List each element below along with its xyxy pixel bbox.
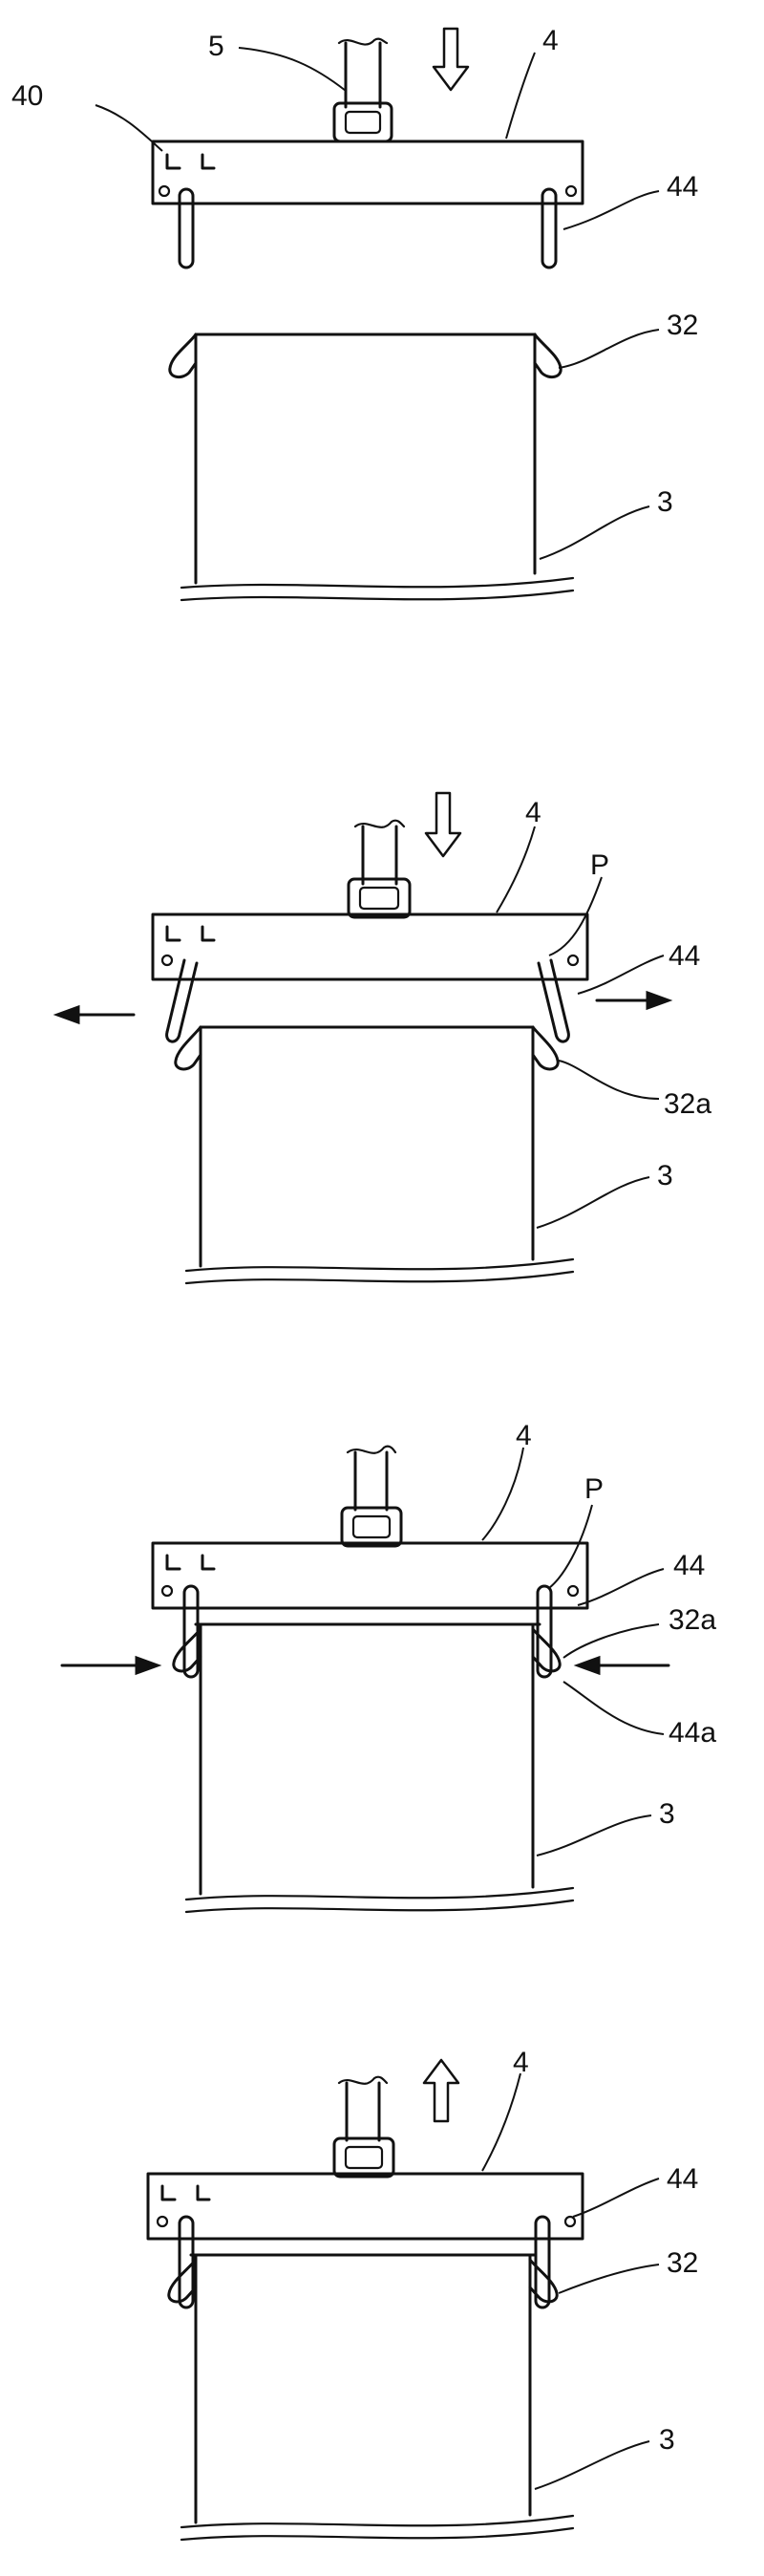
inward-arrow-right [573,1655,670,1676]
down-arrow [432,27,470,92]
label-strap: 5 [208,31,224,62]
strap [347,819,412,919]
label-container-tab: 32 [667,2247,698,2279]
strap [340,1445,403,1548]
label-container-tab: 32 [667,310,698,341]
outward-arrow-right [595,990,673,1011]
label-lid-hook: 44 [673,1550,705,1581]
label-lid-hook: 44 [667,171,698,203]
strap [332,37,393,143]
label-container: 3 [657,486,673,518]
lid-hook [182,1584,553,1679]
lid-hook [165,958,570,1043]
lid [151,1541,589,1610]
strap [332,2075,395,2179]
down-arrow [424,791,462,858]
label-lid-hole: 40 [11,80,43,112]
label-lid-hook: 44 [667,2163,698,2195]
panel-1: 5 4 40 44 32 3 [11,25,698,602]
label-lid: 4 [516,1420,532,1451]
label-point: P [584,1473,604,1505]
container [172,1622,575,1914]
label-container: 3 [659,1798,675,1830]
label-hook-tip: 44a [668,1717,716,1749]
label-lid: 4 [525,797,541,828]
label-container: 3 [657,1160,673,1191]
outward-arrow-left [53,1004,136,1025]
panel-3: 4 P 44 32a 44a 3 [60,1420,716,1914]
panel-2: 4 P 44 32a 3 [53,791,711,1285]
label-container-tab: 32a [664,1088,711,1120]
panel-4: 4 44 32 3 [146,2047,698,2542]
inward-arrow-left [60,1655,162,1676]
lid [151,912,589,981]
label-lid-hook: 44 [668,940,700,972]
label-point: P [590,849,609,881]
label-lid: 4 [513,2047,529,2078]
container [168,333,575,602]
label-container-tab: 32a [668,1604,716,1636]
lid-hook [178,187,558,269]
lid [151,140,584,205]
up-arrow [422,2058,460,2123]
label-container: 3 [659,2424,675,2456]
label-lid: 4 [542,25,559,56]
container [174,1025,575,1285]
container [167,2253,575,2542]
lid [146,2172,584,2241]
lid-hook [178,2215,551,2309]
